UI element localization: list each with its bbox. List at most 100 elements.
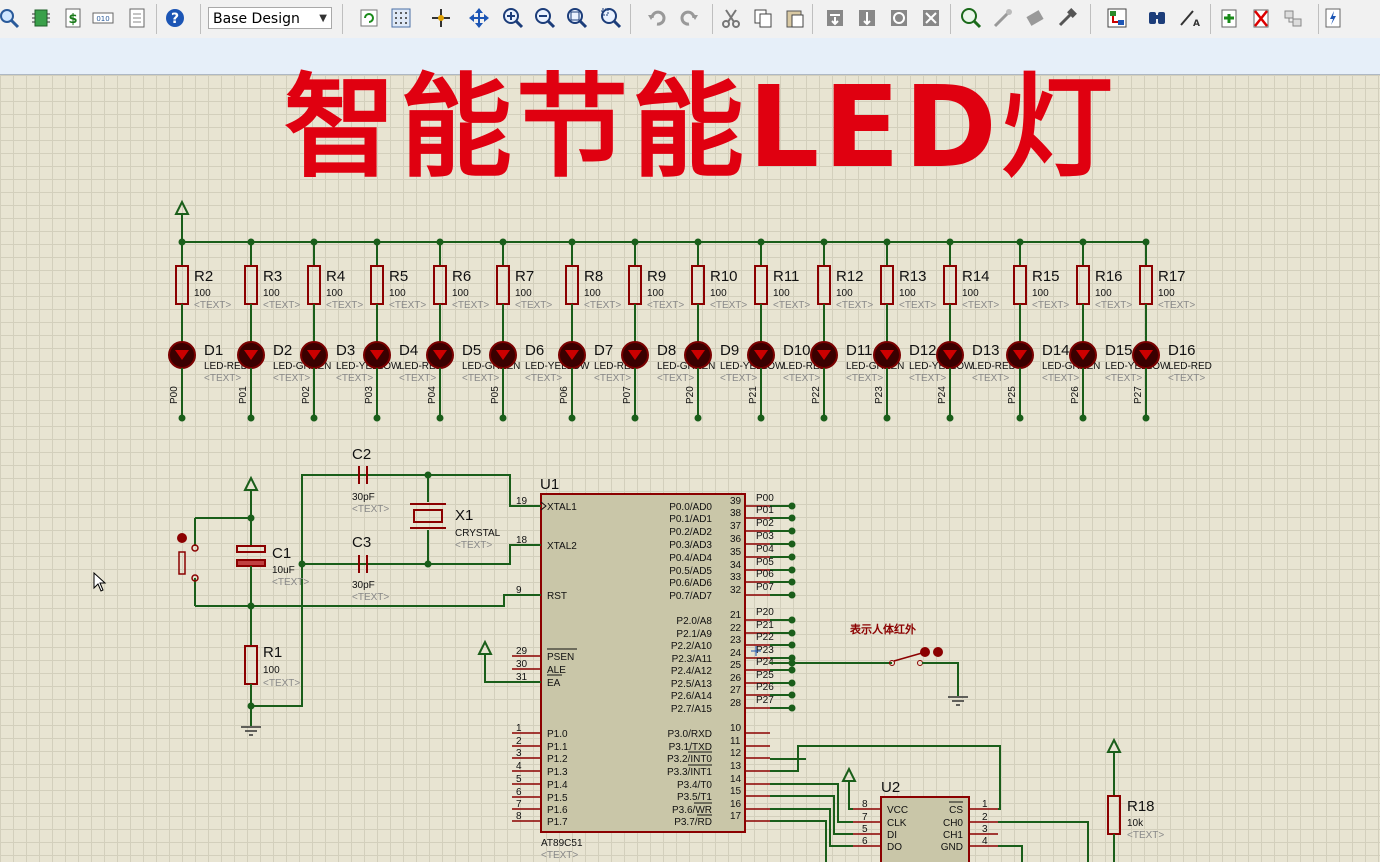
block-copy-button[interactable]: [822, 5, 848, 31]
u1-pin-number: 32: [730, 585, 742, 596]
button-contact: [191, 574, 199, 582]
resistor-value: 100: [263, 288, 280, 299]
block-move-button[interactable]: [854, 5, 880, 31]
led-net-label: P02: [301, 386, 312, 404]
block-rotate-button[interactable]: [886, 5, 912, 31]
net-terminal-dot: [820, 414, 828, 422]
decompose-button[interactable]: [1054, 5, 1080, 31]
u1-net-label: P07: [756, 582, 774, 593]
zoom-in-button[interactable]: [500, 5, 526, 31]
u1-pin-name: P0.1/AD1: [669, 514, 712, 525]
resistor-ref: R9: [647, 268, 666, 285]
u2-pin-name: CS: [949, 805, 963, 816]
led-text-placeholder: <TEXT>: [720, 373, 757, 384]
led-ref: D13: [972, 342, 1000, 359]
net-terminal-dot: [788, 679, 796, 687]
pir-switch-actuator: [933, 647, 943, 657]
pick-device-button[interactable]: [958, 5, 984, 31]
u1-pin-number: 5: [516, 774, 522, 785]
zoom-search-button[interactable]: [0, 5, 22, 31]
grid-icon: [391, 8, 411, 28]
led-arrow-icon: [307, 350, 321, 360]
u2-pin-name: DI: [887, 830, 897, 841]
grid-button[interactable]: [388, 5, 414, 31]
toolbar-separator: [1090, 4, 1091, 34]
u1-pin-name: P1.5: [547, 793, 568, 804]
resistor-value: 100: [899, 288, 916, 299]
mouse-cursor-icon: [93, 572, 107, 592]
u1-pin-number: 14: [730, 774, 742, 785]
u1-pin-number: 24: [730, 648, 742, 659]
resistor-value: 100: [710, 288, 727, 299]
binary-button[interactable]: 010: [90, 5, 116, 31]
u1-pin-number: 34: [730, 560, 742, 571]
make-device-button[interactable]: [990, 5, 1016, 31]
toolbar-separator: [1318, 4, 1319, 34]
resistor-value: 100: [326, 288, 343, 299]
undo-button[interactable]: [644, 5, 670, 31]
u1-ref: U1: [540, 476, 559, 493]
x1-crystal: [413, 509, 443, 523]
c1-text-placeholder: <TEXT>: [272, 577, 309, 588]
u1-pin-name: P2.1/A9: [676, 629, 712, 640]
u1-pin-number: 23: [730, 635, 742, 646]
resistor-value: 100: [773, 288, 790, 299]
led-ref: D4: [399, 342, 418, 359]
new-sheet-button[interactable]: [1216, 5, 1242, 31]
design-dropdown[interactable]: Base Design ▼: [208, 7, 332, 29]
resistor-value: 100: [194, 288, 211, 299]
pcb-layout-button[interactable]: [1320, 5, 1346, 31]
search-icon: [1149, 12, 1165, 24]
led-ref: D5: [462, 342, 481, 359]
paste-button[interactable]: [782, 5, 808, 31]
block-delete-button[interactable]: [918, 5, 944, 31]
zoom-in-icon: [503, 8, 524, 29]
net-terminal-dot: [310, 414, 318, 422]
property-assign-button[interactable]: A: [1176, 5, 1202, 31]
net-terminal-dot: [247, 414, 255, 422]
decompose-icon: [1058, 8, 1077, 27]
resistor-value: 100: [452, 288, 469, 299]
remove-sheet-button[interactable]: [1248, 5, 1274, 31]
led-type: LED-RED: [399, 361, 443, 372]
copy-button[interactable]: [750, 5, 776, 31]
cut-button[interactable]: [718, 5, 744, 31]
resistor-r7: [496, 265, 510, 305]
origin-button[interactable]: [428, 5, 454, 31]
exit-parent-button[interactable]: [1280, 5, 1306, 31]
pan-button[interactable]: [466, 5, 492, 31]
u1-pin-name: P3.2/INT0: [667, 754, 712, 765]
zoom-all-button[interactable]: [564, 5, 590, 31]
led-type: LED-GREEN: [657, 361, 715, 372]
r1-ref: R1: [263, 644, 282, 661]
u1-net-label: P23: [756, 645, 774, 656]
package-button[interactable]: [1022, 5, 1048, 31]
led-text-placeholder: <TEXT>: [336, 373, 373, 384]
net-terminal-dot: [757, 414, 765, 422]
u1-pin-number: 27: [730, 685, 742, 696]
net-terminal-dot: [788, 514, 796, 522]
bill-of-materials-button[interactable]: $: [60, 5, 86, 31]
wire-autorouter-button[interactable]: [1104, 5, 1130, 31]
x1-ref: X1: [455, 507, 473, 524]
binary-icon: 010: [92, 12, 114, 24]
zoom-area-button[interactable]: [598, 5, 624, 31]
toolbar-separator: [712, 4, 713, 34]
c1-plate: [236, 559, 266, 567]
help-button[interactable]: ?: [162, 5, 188, 31]
block-rotate-icon: [891, 10, 907, 26]
svg-text:$: $: [68, 12, 77, 27]
wire: [195, 594, 541, 607]
refresh-button[interactable]: [356, 5, 382, 31]
component-button[interactable]: [28, 5, 54, 31]
led-ref: D2: [273, 342, 292, 359]
search-button[interactable]: [1144, 5, 1170, 31]
r18-value: 10k: [1127, 818, 1144, 829]
redo-button[interactable]: [676, 5, 702, 31]
report-button[interactable]: [124, 5, 150, 31]
zoom-out-button[interactable]: [532, 5, 558, 31]
toolbar-separator: [1210, 4, 1211, 34]
led-net-label: P20: [685, 386, 696, 404]
u1-text-placeholder: <TEXT>: [541, 850, 578, 861]
